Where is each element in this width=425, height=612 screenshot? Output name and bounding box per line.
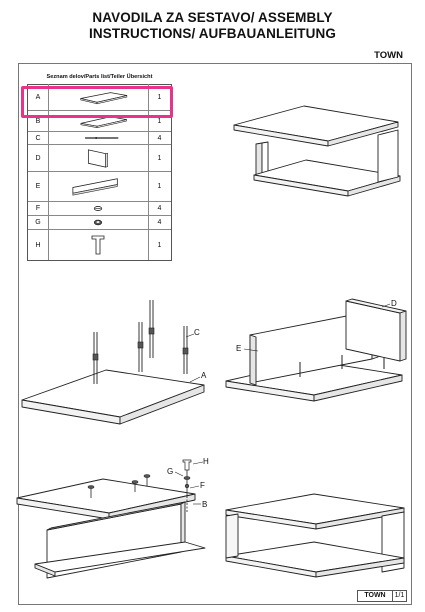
parts-row-d: D 1: [28, 145, 171, 172]
step-4-fasten-cam-locks: H G F B: [15, 452, 215, 587]
part-qty: 4: [157, 134, 162, 142]
footer-brand-box: TOWN 1/1: [357, 590, 407, 602]
footer-brand: TOWN: [358, 591, 393, 601]
part-letter: A: [28, 84, 49, 110]
parts-row-h: H 1: [28, 230, 171, 260]
part-letter: F: [28, 202, 49, 215]
washer-icon: [48, 216, 149, 229]
part-a-highlight: [21, 86, 173, 118]
step-2-insert-dowels: C A: [18, 292, 218, 437]
top-panel-icon: [48, 84, 149, 110]
dowel-rod-icon: [48, 132, 149, 144]
parts-row-g: G 4: [28, 216, 171, 230]
part-qty: 1: [157, 241, 162, 249]
side-panel-icon: [48, 145, 149, 171]
footer-page-number: 1/1: [394, 592, 405, 599]
part-letter: E: [28, 172, 49, 201]
label-h: H: [203, 457, 209, 466]
title-line-2: INSTRUCTIONS/ AUFBAUANLEITUNG: [89, 26, 336, 41]
parts-row-f: F 4: [28, 202, 171, 216]
parts-row-a: A 1: [28, 84, 171, 111]
part-letter: C: [28, 132, 49, 144]
part-qty: 4: [157, 219, 162, 226]
brand-label: TOWN: [374, 50, 403, 61]
step-1-assembled-view: [228, 95, 408, 205]
shelf-panel-icon: [48, 111, 149, 131]
part-letter: H: [28, 230, 49, 260]
title-line-1: NAVODILA ZA SESTAVO/ ASSEMBLY: [92, 10, 333, 25]
instruction-sheet: [18, 63, 412, 605]
parts-list-grid: A 1 B 1 C 4 D 1 E: [27, 84, 172, 261]
part-qty: 4: [157, 205, 162, 212]
parts-row-c: C 4: [28, 132, 171, 145]
part-letter: B: [28, 111, 49, 131]
cam-lock-icon: [48, 202, 149, 215]
label-e: E: [236, 344, 241, 353]
part-letter: G: [28, 216, 49, 229]
document-title: NAVODILA ZA SESTAVO/ ASSEMBLY INSTRUCTIO…: [0, 10, 425, 42]
part-qty: 1: [157, 183, 162, 190]
label-c: C: [194, 328, 200, 337]
part-qty: 1: [157, 117, 162, 125]
part-qty: 1: [157, 93, 162, 101]
parts-list-table: Seznam delov/Parts list/Teiler Übersicht…: [27, 71, 172, 261]
parts-row-b: B 1: [28, 111, 171, 132]
parts-list-header: Seznam delov/Parts list/Teiler Übersicht: [27, 71, 172, 85]
part-qty: 1: [157, 154, 162, 162]
step-3-attach-panels: D E: [222, 295, 408, 410]
label-d: D: [391, 299, 397, 308]
label-f: F: [200, 481, 205, 490]
label-a: A: [201, 371, 207, 380]
part-letter: D: [28, 145, 49, 171]
allen-key-icon: [48, 230, 149, 260]
label-g: G: [167, 467, 173, 476]
label-b: B: [202, 500, 207, 509]
back-panel-icon: [48, 172, 149, 201]
parts-row-e: E 1: [28, 172, 171, 202]
step-5-final-view: [222, 488, 408, 588]
